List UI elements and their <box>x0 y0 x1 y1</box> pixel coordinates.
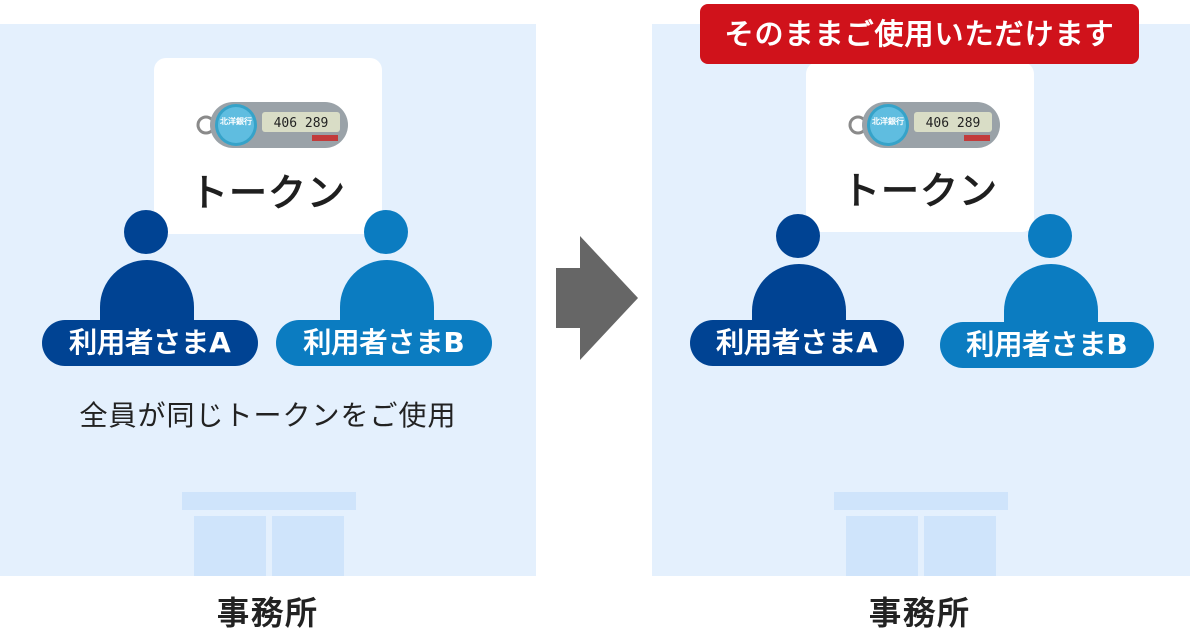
desk <box>182 492 356 510</box>
token-label: トークン <box>841 169 998 213</box>
user-b-label: 利用者さまB <box>940 322 1154 368</box>
user-b-figure <box>1002 214 1100 324</box>
token-device-icon: 北洋銀行 406 289 <box>848 102 1000 148</box>
desk-drawer <box>924 516 996 576</box>
user-b-figure <box>338 210 436 320</box>
svg-text:406 289: 406 289 <box>274 116 329 131</box>
desk-drawer <box>272 516 344 576</box>
left-office-panel: 北洋銀行 406 289 トークン 利用者さまA 利用者さまB 全員が同じトーク… <box>0 24 536 576</box>
user-a-label: 利用者さまA <box>42 320 258 366</box>
right-office-panel: 北洋銀行 406 289 トークン 利用者さまA 利用者さまB <box>652 24 1190 576</box>
desk-drawer <box>846 516 918 576</box>
svg-text:406 289: 406 289 <box>926 116 981 131</box>
svg-text:北洋銀行: 北洋銀行 <box>872 116 904 126</box>
token-card: 北洋銀行 406 289 トークン <box>806 62 1034 232</box>
desk <box>834 492 1008 510</box>
user-b-label: 利用者さまB <box>276 320 492 366</box>
continue-use-badge: そのままご使用いただけます <box>700 4 1139 64</box>
user-a-figure <box>750 214 848 324</box>
office-label: 事務所 <box>216 594 319 632</box>
desk-drawer <box>194 516 266 576</box>
user-a-figure <box>98 210 196 320</box>
token-label: トークン <box>189 171 346 215</box>
token-card: 北洋銀行 406 289 トークン <box>154 58 382 234</box>
svg-text:北洋銀行: 北洋銀行 <box>220 116 252 126</box>
right-arrow-icon <box>556 236 638 360</box>
office-label: 事務所 <box>868 594 971 632</box>
shared-token-caption: 全員が同じトークンをご使用 <box>79 399 457 432</box>
user-a-label: 利用者さまA <box>690 320 904 366</box>
token-device-icon: 北洋銀行 406 289 <box>196 102 348 148</box>
